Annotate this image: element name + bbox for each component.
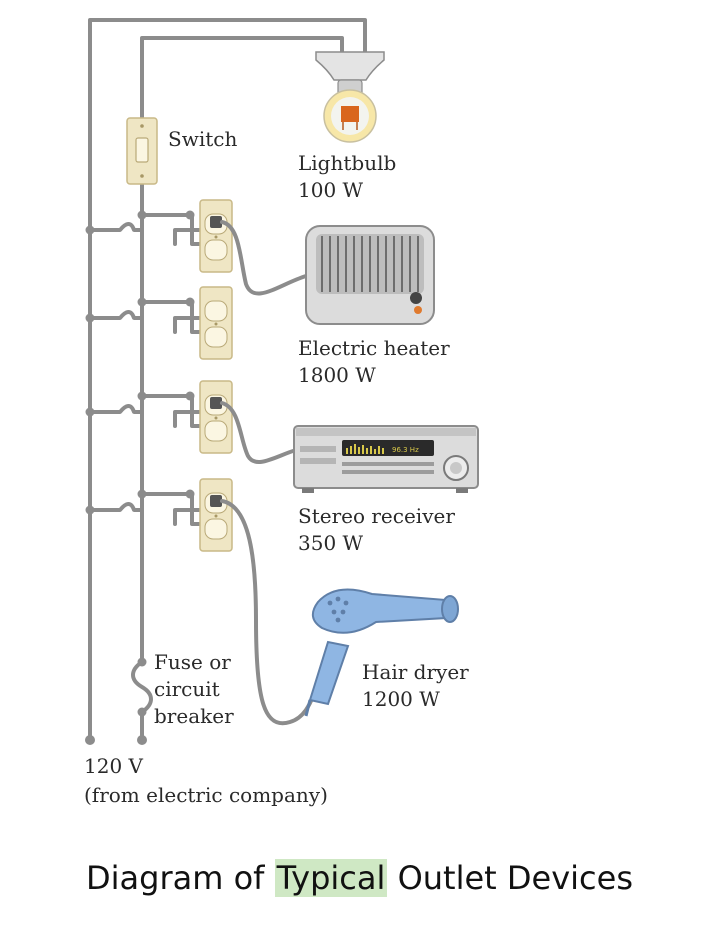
- heater-cord: [220, 220, 308, 296]
- outlet-branch-4-ground: [173, 508, 202, 526]
- lightbulb-power: 100 W: [298, 178, 364, 202]
- dryer-cord: [220, 499, 316, 726]
- switch-label: Switch: [168, 127, 238, 151]
- wall-switch: [126, 117, 158, 185]
- stereo-cord: [220, 401, 298, 464]
- heater-icon: [305, 225, 435, 325]
- source-voltage-label: 120 V: [84, 754, 143, 778]
- fuse-label-line-1: Fuse or: [154, 650, 231, 674]
- caption-text-after: Outlet Devices: [387, 859, 633, 897]
- lightbulb-label: Lightbulb: [298, 151, 397, 175]
- stereo-label: Stereo receiver: [298, 504, 455, 528]
- outlet-2: [199, 286, 233, 360]
- outlet-branch-2-live: [88, 310, 144, 320]
- outlet-branch-2-ground: [173, 316, 202, 334]
- wire-junctions: [85, 210, 195, 745]
- circuit-diagram: 96.3 Hz: [85, 18, 479, 745]
- outlet-4: [199, 478, 233, 552]
- house-wiring: [88, 18, 367, 742]
- outlet-branch-1-live: [88, 222, 144, 232]
- outlet-branch-3-live: [88, 404, 144, 414]
- heater-label: Electric heater: [298, 336, 450, 360]
- caption-highlight: Typical: [274, 859, 388, 897]
- outlet-branch-4-live: [88, 502, 144, 512]
- fuse-label-line-3: breaker: [154, 704, 234, 728]
- stereo-icon: 96.3 Hz: [293, 425, 479, 493]
- live-wire: [88, 18, 367, 742]
- heater-power: 1800 W: [298, 363, 376, 387]
- fuse-symbol: [131, 660, 153, 714]
- figure-caption: Diagram of Typical Outlet Devices: [0, 856, 719, 900]
- appliance-cords: [220, 220, 316, 726]
- outlet-branch-1-ground: [173, 228, 202, 246]
- outlet-3: [199, 380, 233, 454]
- outlet-branch-3-ground: [173, 410, 202, 428]
- caption-text-before: Diagram of: [86, 859, 275, 897]
- outlet-1: [199, 199, 233, 273]
- source-note-label: (from electric company): [84, 783, 328, 807]
- hair-dryer-icon: [304, 588, 459, 717]
- plugs: [210, 216, 222, 507]
- fuse-label-line-2: circuit: [154, 677, 220, 701]
- stereo-display-text: 96.3 Hz: [392, 446, 419, 454]
- stereo-power: 350 W: [298, 531, 364, 555]
- lightbulb-icon: [315, 51, 385, 143]
- dryer-label: Hair dryer: [362, 660, 469, 684]
- dryer-power: 1200 W: [362, 687, 440, 711]
